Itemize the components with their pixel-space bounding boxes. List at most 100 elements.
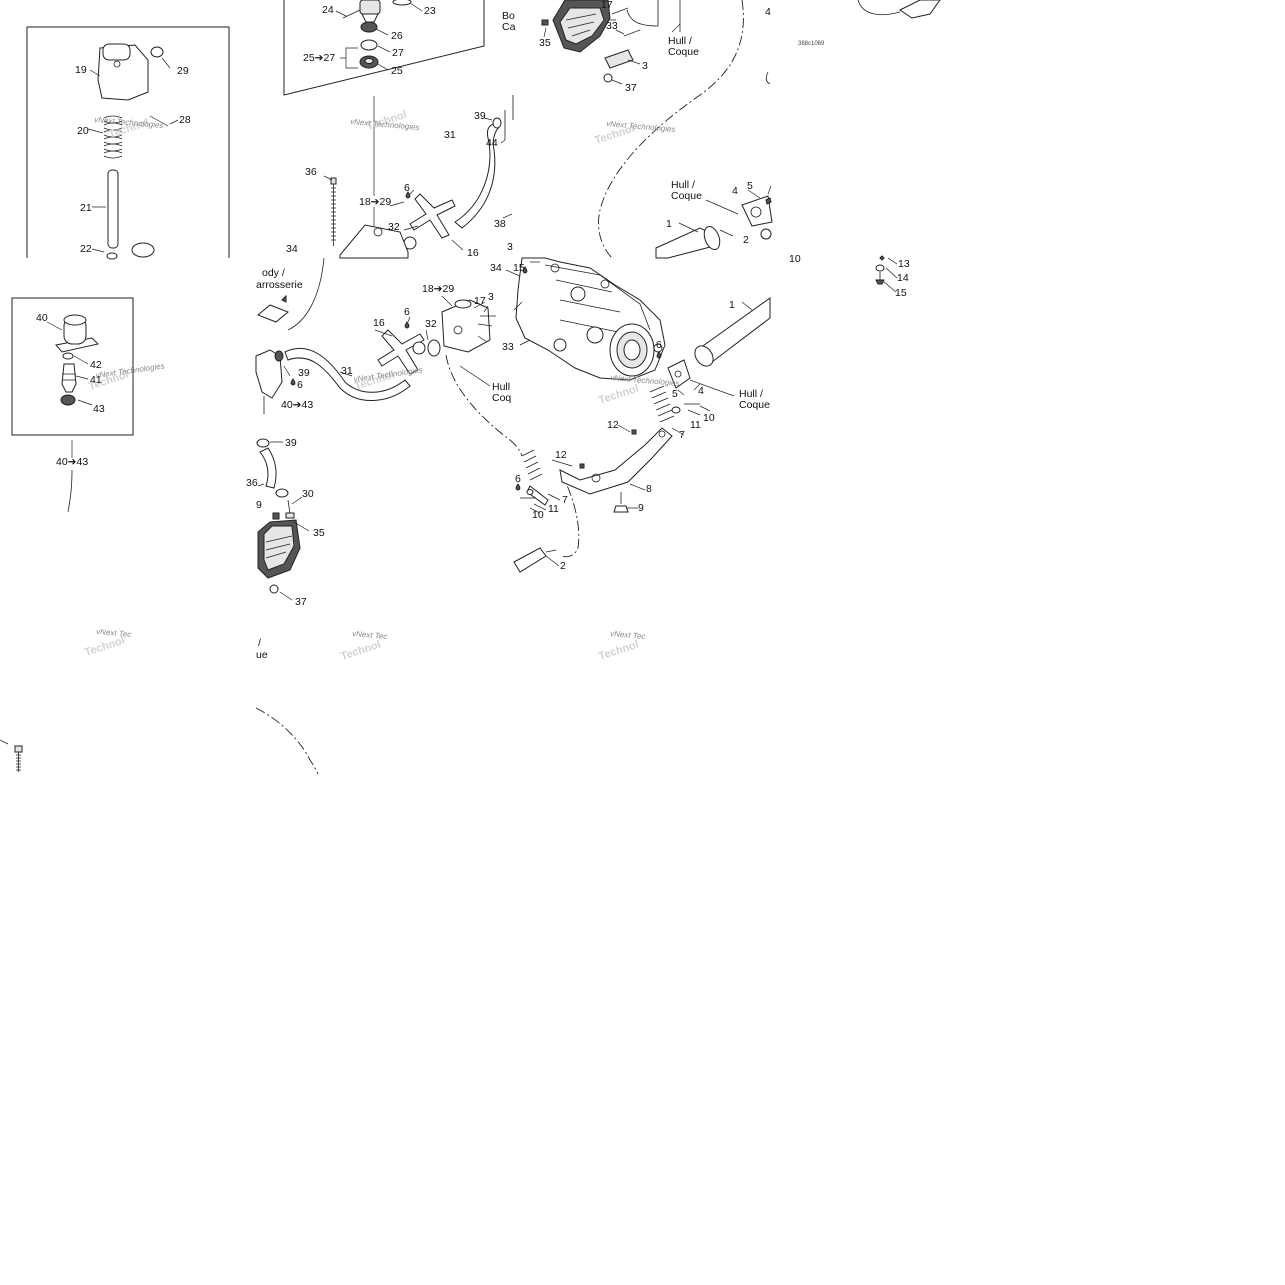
callout: 2 bbox=[743, 234, 749, 246]
callout: / bbox=[258, 637, 261, 649]
callout: 34 bbox=[490, 262, 502, 274]
callout: 36 bbox=[305, 166, 317, 178]
callout: 31 bbox=[341, 365, 353, 377]
detail-box-pivot bbox=[26, 26, 230, 260]
callout: 10 bbox=[532, 509, 544, 521]
callout: 19 bbox=[75, 64, 87, 76]
detail-box-fitting bbox=[11, 297, 134, 436]
svg-text:Technol: Technol bbox=[83, 635, 126, 659]
svg-text:vNext Technologies: vNext Technologies bbox=[610, 373, 680, 388]
callout: 5 bbox=[747, 180, 753, 192]
callout: 34 bbox=[286, 243, 298, 255]
callout: 3 bbox=[488, 291, 494, 303]
callout: 18➔29 bbox=[359, 196, 391, 208]
callout: 26 bbox=[391, 30, 403, 42]
callout: 35 bbox=[539, 37, 551, 49]
svg-text:vNext Technologies: vNext Technologies bbox=[350, 117, 420, 132]
callout: 4 bbox=[765, 6, 771, 18]
svg-text:vNext Tec: vNext Tec bbox=[610, 629, 646, 641]
callout: 37 bbox=[295, 596, 307, 608]
svg-text:Technol: Technol bbox=[339, 639, 382, 663]
callout: 28 bbox=[179, 114, 191, 126]
callout: 40➔43 bbox=[56, 456, 88, 468]
center-assembly bbox=[255, 257, 496, 601]
callout: Ca bbox=[502, 21, 516, 33]
steering-assembly bbox=[513, 297, 771, 573]
callout: 21 bbox=[80, 202, 92, 214]
callout: 7 bbox=[679, 429, 685, 441]
callout: 14 bbox=[897, 272, 909, 284]
callout: 9 bbox=[638, 502, 644, 514]
svg-text:vNext Tec: vNext Tec bbox=[96, 627, 132, 639]
callout: 15 bbox=[513, 262, 525, 274]
callout-labels: 19 29 28 20 21 22 24 23 26 27 25➔27 25 B… bbox=[36, 0, 910, 661]
callout: arrosserie bbox=[256, 279, 303, 291]
callout: 30 bbox=[302, 488, 314, 500]
watermarks: Technol vNext Technologies Technol vNext… bbox=[83, 109, 680, 663]
callout: 24 bbox=[322, 4, 334, 16]
callout: 25➔27 bbox=[303, 52, 335, 64]
callout: 33 bbox=[606, 20, 618, 32]
svg-text:vNext Technologies: vNext Technologies bbox=[95, 361, 165, 380]
callout: 32 bbox=[425, 318, 437, 330]
callout: 17 bbox=[601, 0, 613, 11]
callout: 20 bbox=[77, 125, 89, 137]
callout: 42 bbox=[90, 359, 102, 371]
callout: 40 bbox=[36, 312, 48, 324]
pump-housing bbox=[505, 257, 666, 381]
callout: 12 bbox=[607, 419, 619, 431]
callout: 10 bbox=[789, 253, 801, 265]
callout: 8 bbox=[646, 483, 652, 495]
callout: 16 bbox=[373, 317, 385, 329]
callout: 4 bbox=[732, 185, 738, 197]
callout: 3 bbox=[507, 241, 513, 253]
callout: 3 bbox=[642, 60, 648, 72]
callout: 11 bbox=[548, 503, 559, 515]
callout: 38 bbox=[494, 218, 506, 230]
callout: 13 bbox=[898, 258, 910, 270]
callout: 41 bbox=[90, 374, 102, 386]
callout: 22 bbox=[80, 243, 92, 255]
callout: Hull / bbox=[671, 179, 695, 191]
callout: 40➔43 bbox=[281, 399, 313, 411]
callout: Coq bbox=[492, 392, 511, 404]
callout: 9 bbox=[256, 499, 262, 511]
callout: 18➔29 bbox=[422, 283, 454, 295]
callout: 15 bbox=[895, 287, 907, 299]
callout: 6 bbox=[404, 306, 410, 318]
callout: 27 bbox=[392, 47, 404, 59]
callout: Hull / bbox=[668, 35, 692, 47]
callout: 1 bbox=[666, 218, 672, 230]
callout: 37 bbox=[625, 82, 637, 94]
callout: ue bbox=[256, 649, 268, 661]
callout: 39 bbox=[474, 110, 486, 122]
callout: 39 bbox=[298, 367, 310, 379]
callout: Bo bbox=[502, 10, 515, 22]
callout: 29 bbox=[177, 65, 189, 77]
callout: 43 bbox=[93, 403, 105, 415]
callout: 4 bbox=[698, 385, 704, 397]
svg-text:vNext Tec: vNext Tec bbox=[352, 629, 388, 641]
callout: 2 bbox=[560, 560, 566, 572]
callout: 7 bbox=[562, 494, 568, 506]
top-assembly bbox=[323, 0, 941, 259]
callout: 6 bbox=[297, 379, 303, 391]
reference-code: 388c1069 bbox=[798, 41, 825, 47]
callout: 44 bbox=[486, 137, 498, 149]
callout: 6 bbox=[656, 339, 662, 351]
callout: 33 bbox=[502, 341, 514, 353]
lone-bolt bbox=[0, 739, 23, 772]
callout: Hull / bbox=[739, 388, 763, 400]
callout: 32 bbox=[388, 221, 400, 233]
detail-box-seal bbox=[283, 0, 485, 96]
reference-lines bbox=[67, 0, 744, 775]
callout: ody / bbox=[262, 267, 285, 279]
callout: 11 bbox=[690, 419, 701, 431]
svg-text:Technol: Technol bbox=[597, 383, 640, 407]
callout: 23 bbox=[424, 5, 436, 17]
callout: 5 bbox=[672, 388, 678, 400]
callout: 6 bbox=[404, 182, 410, 194]
callout: Coque bbox=[671, 190, 702, 202]
svg-text:Technol: Technol bbox=[597, 639, 640, 663]
